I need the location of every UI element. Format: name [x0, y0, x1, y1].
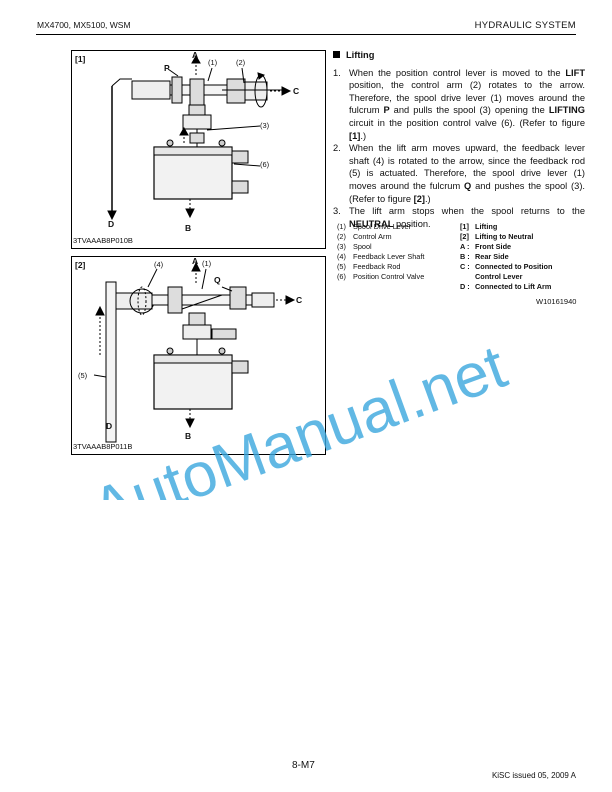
- step-text: .): [360, 130, 367, 141]
- figure-2-label-A: A: [192, 256, 199, 266]
- legend-ref-key: [1]: [460, 222, 469, 231]
- figure-2-label-Q: Q: [214, 275, 221, 285]
- step-number: 3.: [333, 206, 341, 217]
- figure-2-label-C: C: [296, 295, 303, 305]
- figure-1-tag: [1]: [75, 54, 86, 64]
- page-number: 8-M7: [292, 760, 315, 771]
- legend-part-key: (5): [337, 262, 346, 271]
- step-emphasis: LIFTING: [548, 105, 585, 116]
- legend-part-label: Position Control Valve: [353, 272, 425, 281]
- legend-part-label: Feedback Rod: [353, 262, 401, 271]
- step-text: The lift arm stops when the spool return…: [349, 206, 585, 217]
- step-item: 2. When the lift arm moves upward, the fe…: [333, 142, 585, 205]
- legend-part-row: (4) Feedback Lever Shaft: [337, 252, 457, 262]
- legend-part-key: (1): [337, 222, 346, 231]
- step-text: and pushes the spool (3). (Refer to figu…: [349, 180, 585, 204]
- figure-2-label-4: (4): [154, 260, 164, 269]
- legend-ref-label: Rear Side: [475, 252, 509, 261]
- step-text: circuit in the position control valve (6…: [349, 117, 585, 128]
- legend-ref-label: Lifting to Neutral: [475, 232, 534, 241]
- header-rule: [36, 34, 576, 35]
- legend-part-row: (5) Feedback Rod: [337, 262, 457, 272]
- header-section: HYDRAULIC SYSTEM: [474, 20, 576, 31]
- legend-part-label: Spool: [353, 242, 372, 251]
- legend-ref-key: A :: [460, 242, 470, 251]
- step-number: 1.: [333, 67, 341, 78]
- legend-part-row: (3) Spool: [337, 242, 457, 252]
- legend-part-row: (1) Spool Drive Lever: [337, 222, 457, 232]
- figure-2-label-5: (5): [78, 371, 88, 380]
- bullet-square-icon: [333, 51, 340, 58]
- legend-ref-label: Connected to Position: [475, 262, 553, 271]
- legend-ref-key: D :: [460, 282, 470, 291]
- figure-1: [1]: [71, 50, 326, 249]
- legend-ref-key: B :: [460, 252, 470, 261]
- figure-1-label-D: D: [108, 219, 115, 229]
- header-models: MX4700, MX5100, WSM: [37, 20, 131, 30]
- step-number: 2.: [333, 143, 341, 154]
- figure-1-label-3: (3): [260, 121, 270, 130]
- step-text: When the lift arm moves upward, the feed…: [349, 143, 585, 191]
- legend-part-label: Feedback Lever Shaft: [353, 252, 425, 261]
- legend-refs: [1] Lifting [2] Lifting to Neutral A : Front …: [460, 222, 590, 292]
- legend-ref-row: [2] Lifting to Neutral: [460, 232, 590, 242]
- figure-2-code: 3TVAAAB8P011B: [73, 442, 133, 451]
- legend-part-label: Spool Drive Lever: [353, 222, 411, 231]
- w-code: W10161940: [536, 297, 577, 306]
- figure-1-code: 3TVAAAB8P010B: [73, 236, 133, 245]
- step-emphasis: LIFT: [565, 67, 585, 78]
- legend-ref-label: Front Side: [475, 242, 512, 251]
- step-item: 3. The lift arm stops when the spool retu…: [333, 205, 585, 230]
- step-emphasis: Q: [464, 180, 472, 191]
- figure-2-label-1: (1): [202, 259, 212, 268]
- figure-1-label-P: P: [164, 63, 170, 73]
- lifting-section: Lifting 1. When the position control leve…: [333, 49, 585, 230]
- legend-part-key: (4): [337, 252, 346, 261]
- legend-ref-row: A : Front Side: [460, 242, 590, 252]
- legend-ref-label: Lifting: [475, 222, 498, 231]
- legend-part-row: (6) Position Control Valve: [337, 272, 457, 282]
- figure-2-label-D: D: [106, 421, 113, 431]
- legend-parts: (1) Spool Drive Lever (2) Control Arm (3) Spo…: [337, 222, 457, 282]
- section-title: Lifting: [333, 49, 585, 62]
- step-text: and pulls the spool (3) opening the: [389, 105, 549, 116]
- legend-ref-row: B : Rear Side: [460, 252, 590, 262]
- legend-ref-row: D : Connected to Lift Arm: [460, 282, 590, 292]
- step-emphasis: [2]: [413, 193, 425, 204]
- legend-ref-label: Connected to Lift Arm: [475, 282, 552, 291]
- figure-1-label-C: C: [293, 86, 300, 96]
- legend-part-key: (3): [337, 242, 346, 251]
- legend-ref-key: [2]: [460, 232, 469, 241]
- legend-part-label: Control Arm: [353, 232, 392, 241]
- step-emphasis: P: [383, 105, 390, 116]
- step-text: position, the control arm (2) rotates to…: [349, 80, 585, 116]
- step-text: When the position control lever is moved…: [349, 67, 566, 78]
- figure-2-tag: [2]: [75, 260, 86, 270]
- section-title-text: Lifting: [346, 50, 375, 60]
- step-emphasis: [1]: [349, 130, 361, 141]
- legend-ref-row: Control Lever: [460, 272, 590, 282]
- legend-part-row: (2) Control Arm: [337, 232, 457, 242]
- figure-1-drawing: [107, 54, 292, 221]
- figure-1-label-A: A: [192, 50, 199, 60]
- figure-1-label-2: (2): [236, 58, 246, 67]
- legend-ref-row: [1] Lifting: [460, 222, 590, 232]
- step-item: 1. When the position control lever is mov…: [333, 67, 585, 143]
- figure-2-drawing: [93, 261, 296, 443]
- figure-2-label-B: B: [185, 431, 192, 441]
- steps-list: 1. When the position control lever is mov…: [333, 67, 585, 231]
- legend-ref-key: C :: [460, 262, 470, 271]
- step-text: position.: [393, 218, 431, 229]
- figure-1-label-6: (6): [260, 160, 270, 169]
- figure-1-label-1: (1): [208, 58, 218, 67]
- legend-part-key: (2): [337, 232, 346, 241]
- step-emphasis: NEUTRAL: [349, 218, 394, 229]
- figure-1-label-B: B: [185, 223, 192, 233]
- step-text: .): [424, 193, 431, 204]
- issue-info: KiSC issued 05, 2009 A: [491, 771, 576, 780]
- legend-ref-label: Control Lever: [475, 272, 523, 281]
- legend-ref-row: C : Connected to Position: [460, 262, 590, 272]
- legend-part-key: (6): [337, 272, 346, 281]
- figure-2: [2]: [71, 256, 326, 455]
